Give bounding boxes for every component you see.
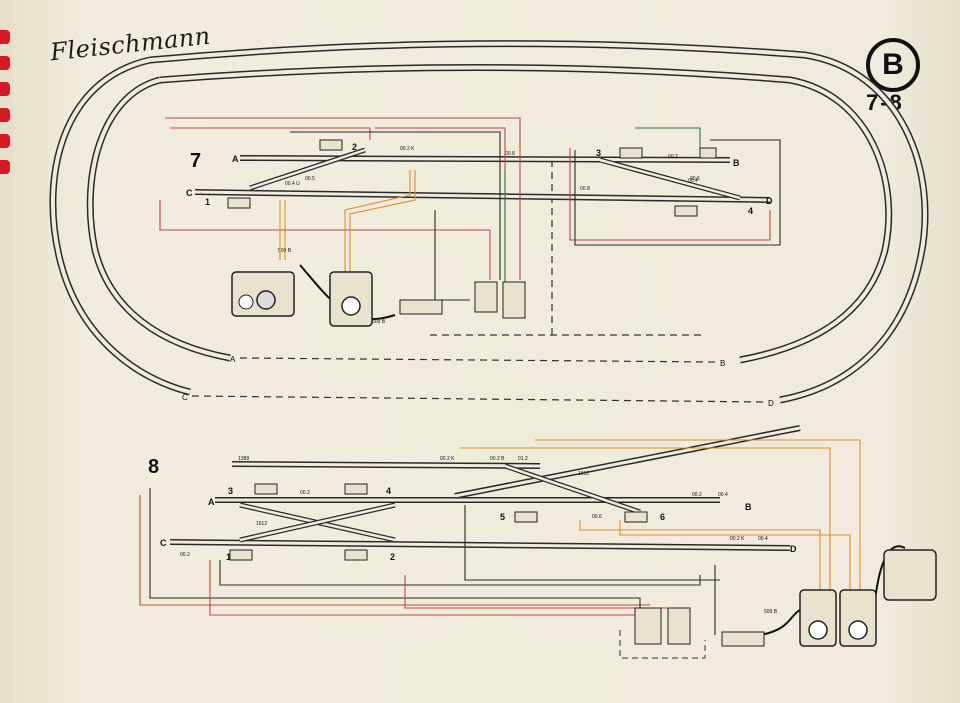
station-tracks-7 [194,147,771,203]
turnout-motor [619,147,643,159]
track-label: 00.2 K [730,536,745,542]
track-label: 01.2 [518,456,528,462]
dashed-connections [191,160,766,403]
track-label: 00.2 [180,552,190,558]
station-label-a: A [208,497,215,507]
track-label: 00.5 [305,176,315,182]
turnout-3-label: 3 [228,486,233,496]
station-label-b: B [733,158,740,168]
binding-ring [0,160,10,174]
dashed-connection [619,630,706,659]
track-label: 00.4 [758,536,768,542]
switch-box [667,607,691,645]
switch-box [474,281,498,313]
end-label-b: B [720,359,725,368]
wiring-8 [139,439,906,636]
switch-box [634,607,662,645]
station-tracks-8 [169,425,801,551]
turnout-2-label: 2 [390,552,395,562]
station-label-c: C [186,188,193,198]
section-7-number: 7 [190,150,202,172]
station-label-c: C [160,538,167,548]
turnout-motor [254,483,278,495]
binding-ring [0,108,10,122]
track-label: 1388 [238,456,249,462]
end-label-d: D [768,399,774,408]
layout-sheet [12,0,960,703]
transformer-7 [231,271,295,317]
section-8-number: 8 [148,456,160,478]
track-label: 00.2 [668,154,678,160]
turnout-5-label: 5 [500,512,505,522]
track-label: 00.8 [505,151,515,157]
controller-8b [839,589,877,647]
track-label: 00.8 [580,186,590,192]
track-label: 00.6 [690,176,700,182]
module-label: 509 B [764,609,778,615]
turnout-motor [624,511,648,523]
end-label-c: C [182,393,188,402]
turnout-1-label: 1 [205,197,210,207]
track-label: 00.2 [692,492,702,498]
controller-8a [799,589,837,647]
binding-ring [0,134,10,148]
track-label: 00.4 [718,492,728,498]
outer-oval-track [49,40,929,404]
turnout-motor [319,139,343,151]
transformer-8 [883,549,937,601]
track-label: 00.4 U [285,181,300,187]
track-label: 00.2 B [490,456,505,462]
turnout-4-label: 4 [386,486,391,496]
end-label-a: A [230,355,236,364]
plan-badge: B [866,38,920,92]
terminal-strip [721,631,765,647]
station-label-d: D [790,544,797,554]
turnout-motor [344,483,368,495]
controller-7 [329,271,373,327]
track-label: 00.2 K [400,146,415,152]
module-label: 509 B [372,319,386,325]
track-label: 1612 [256,521,267,527]
station-label-b: B [745,502,752,512]
binding-ring [0,56,10,70]
spiral-binding [0,0,14,703]
track-label: 00.4 [688,178,698,184]
turnout-motor [699,147,717,159]
turnout-3-label: 3 [596,148,601,158]
turnout-motor [514,511,538,523]
turnout-4-label: 4 [748,206,753,216]
binding-ring [0,30,10,44]
station-label-a: A [232,154,239,164]
turnout-motor [344,549,368,561]
binding-ring [0,82,10,96]
turnout-1-label: 1 [226,552,231,562]
station-label-d: D [766,196,773,206]
terminal-strip [399,299,443,315]
turnout-motor [229,549,253,561]
track-label: 00.2 K [440,456,455,462]
track-label: 00.6 [592,514,602,520]
track-label: 1612 [578,471,589,477]
switch-box [502,281,526,319]
turnout-6-label: 6 [660,512,665,522]
turnout-2-label: 2 [352,142,357,152]
track-label: 00.2 [300,490,310,496]
turnout-motor [227,197,251,209]
turnout-motor [674,205,698,217]
